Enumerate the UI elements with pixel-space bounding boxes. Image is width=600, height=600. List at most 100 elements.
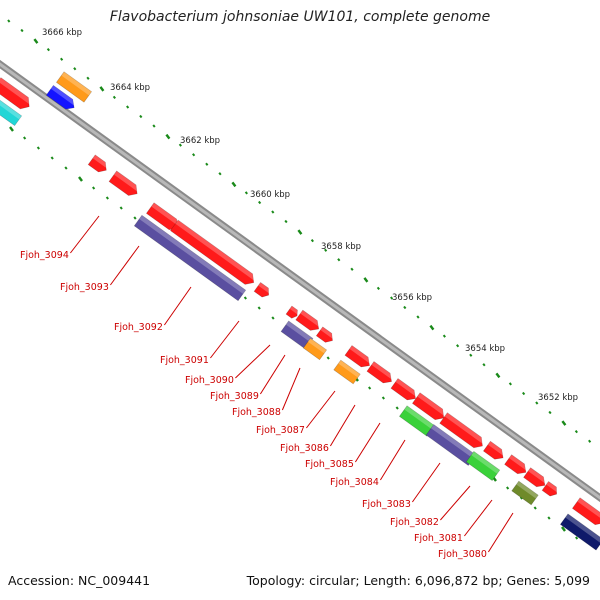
cds-feature <box>0 77 34 110</box>
cds-feature <box>366 361 396 384</box>
cds-feature-body <box>390 378 416 401</box>
inner-tick <box>133 216 137 220</box>
cds-feature-body <box>0 77 30 110</box>
outer-tick <box>126 105 130 109</box>
outer-tick-track <box>7 19 592 443</box>
cds-feature-body <box>523 467 546 488</box>
cds-feature-highlight <box>300 310 323 328</box>
outer-tick <box>350 267 354 271</box>
gene-feature <box>465 450 501 482</box>
gene-feature-body <box>511 480 539 506</box>
cds-feature <box>439 412 487 449</box>
inner-tick <box>78 176 83 182</box>
cds-feature-body <box>411 392 445 421</box>
inner-tick <box>533 506 537 510</box>
gene-label: Fjoh_3087 <box>256 425 305 436</box>
outer-tick <box>33 38 39 44</box>
gene-label-leader <box>210 320 240 359</box>
inner-tick <box>64 166 68 170</box>
cds-feature <box>482 440 507 460</box>
inner-tick <box>50 156 54 160</box>
gene-feature-body <box>45 84 75 110</box>
gene-feature-body <box>55 71 93 103</box>
outer-tick <box>508 382 512 386</box>
gene-label-leader <box>487 512 514 553</box>
gene-feature-body <box>333 359 361 385</box>
gene-feature-highlight <box>516 481 539 499</box>
cds-feature <box>170 219 258 285</box>
outer-tick <box>363 277 369 283</box>
gene-label-leader <box>281 367 301 411</box>
genome-backbone <box>0 59 600 503</box>
gene-feature-body <box>280 320 314 350</box>
gene-label: Fjoh_3084 <box>330 477 379 488</box>
outer-tick <box>429 324 435 331</box>
inner-tick <box>368 386 372 390</box>
inner-tick <box>381 396 385 400</box>
gene-feature-highlight <box>61 71 92 96</box>
cds-feature <box>541 481 560 497</box>
gene-label-leader <box>464 499 493 537</box>
label-leader-group <box>70 215 514 553</box>
scale-label: 3658 kbp <box>321 242 361 252</box>
cds-feature-highlight <box>577 497 600 518</box>
gene-label: Fjoh_3082 <box>390 517 439 528</box>
outer-tick <box>112 95 116 100</box>
scale-label: 3660 kbp <box>250 190 290 200</box>
inner-tick <box>257 306 261 310</box>
gene-label: Fjoh_3080 <box>438 549 487 560</box>
gene-feature-body <box>0 99 23 127</box>
outer-tick <box>390 296 394 300</box>
outer-tick <box>535 401 539 405</box>
inner-tick <box>119 206 123 210</box>
cds-feature <box>285 305 300 319</box>
map-title: Flavobacterium johnsoniae UW101, complet… <box>109 9 491 25</box>
cds-feature <box>390 378 420 401</box>
cds-feature <box>315 326 336 343</box>
gene-feature-highlight <box>431 424 476 459</box>
gene-label-leader <box>70 215 100 254</box>
outer-tick <box>324 248 328 252</box>
gene-feature <box>55 71 93 103</box>
cds-feature-body <box>504 454 527 475</box>
accession-text: Accession: NC_009441 <box>8 573 151 588</box>
gene-feature-group <box>0 71 600 551</box>
gene-label-leader <box>440 485 471 521</box>
gene-feature-body <box>302 337 328 361</box>
cds-feature-highlight <box>175 220 258 282</box>
inner-tick <box>271 316 275 320</box>
cds-feature-highlight <box>320 326 336 340</box>
outer-tick <box>99 86 105 92</box>
cds-feature-body <box>541 481 557 497</box>
gene-feature <box>511 480 539 506</box>
cds-feature <box>504 454 530 475</box>
outer-tick <box>178 143 182 147</box>
inner-tick <box>243 296 247 300</box>
cds-feature-highlight <box>487 441 507 457</box>
gene-label-leader <box>411 462 441 503</box>
cds-feature-highlight <box>349 345 374 365</box>
outer-tick <box>192 153 196 157</box>
outer-tick <box>258 200 262 205</box>
cds-feature-body <box>295 309 320 331</box>
gene-label: Fjoh_3092 <box>114 322 163 333</box>
inner-tick <box>92 186 96 190</box>
cds-feature-body <box>571 497 600 526</box>
gene-label: Fjoh_3094 <box>20 250 69 261</box>
gene-feature-highlight <box>404 405 435 430</box>
outer-tick <box>574 430 578 434</box>
cds-feature-body <box>253 282 269 298</box>
gene-label-leader <box>109 245 140 286</box>
outer-tick <box>7 19 11 23</box>
outer-tick <box>284 219 288 224</box>
outer-tick <box>20 28 24 33</box>
outer-tick <box>152 124 156 128</box>
outer-tick <box>139 114 143 119</box>
inner-tick <box>9 126 14 132</box>
outer-tick <box>244 191 248 195</box>
gene-label: Fjoh_3086 <box>280 443 329 454</box>
gene-feature-body <box>465 450 501 482</box>
cds-feature <box>87 154 110 173</box>
inner-tick <box>105 196 109 200</box>
